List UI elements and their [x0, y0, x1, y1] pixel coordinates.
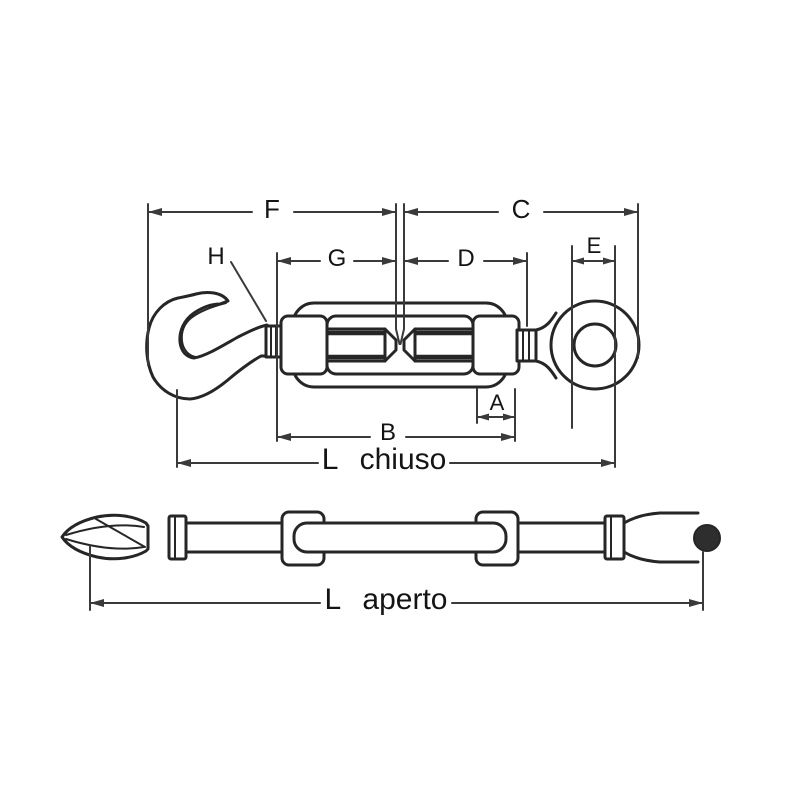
arrowhead — [277, 257, 291, 265]
turnbuckle-body — [279, 301, 521, 389]
eye-collar — [515, 328, 538, 363]
arrowhead — [513, 257, 527, 265]
closed-view — [145, 291, 641, 401]
hook-collar — [264, 324, 283, 359]
open-view — [60, 510, 721, 567]
dim-label-B: B — [379, 419, 397, 446]
dim-label-F: F — [264, 194, 280, 224]
eye-shank-flare-bottom — [534, 359, 558, 380]
hook-inner-bowl — [180, 302, 227, 358]
dim-label-H: H — [207, 243, 225, 270]
body-right-boss — [471, 314, 521, 376]
dim-label-C: C — [511, 194, 531, 224]
right-rod-chamfer — [402, 327, 417, 363]
open-left-collar — [167, 514, 188, 561]
open-eye-flare-top — [622, 511, 700, 525]
arrowhead — [601, 459, 615, 467]
arrowhead — [382, 257, 396, 265]
arrowhead — [572, 257, 584, 265]
open-hook-tip-facet — [65, 538, 145, 550]
dim-label-E: E — [586, 233, 602, 258]
arrowhead — [503, 413, 515, 421]
arrowhead — [689, 599, 703, 607]
arrowhead — [501, 433, 515, 441]
open-body-bar — [292, 521, 508, 554]
open-right-collar — [603, 514, 626, 561]
arrowhead — [404, 257, 418, 265]
open-right-rod — [516, 521, 609, 554]
dim-label-G: G — [327, 245, 347, 272]
body-left-boss — [279, 314, 329, 376]
dim-label-D: D — [457, 245, 475, 272]
open-left-rod — [184, 521, 300, 554]
hook-outline — [145, 291, 269, 401]
arrowhead — [603, 257, 615, 265]
hook — [145, 291, 283, 401]
eye-ring-inner — [572, 322, 618, 368]
open-hook-tip — [60, 513, 150, 561]
open-eye-end-cap — [693, 524, 721, 552]
arrowhead — [477, 413, 489, 421]
leader-line-H — [230, 261, 267, 322]
arrowhead — [148, 208, 162, 216]
eye — [515, 299, 641, 391]
dim-label-A: A — [489, 390, 505, 415]
arrowhead — [277, 433, 291, 441]
arrowhead — [624, 208, 638, 216]
dimension-lines — [89, 203, 704, 611]
dim-label-l-chiuso: L chiuso — [321, 443, 447, 476]
open-eye-flare-bottom — [622, 550, 700, 564]
left-rod-chamfer — [383, 327, 398, 363]
arrowhead — [382, 208, 396, 216]
open-hook-tip-facet — [95, 518, 146, 548]
arrowhead — [404, 208, 418, 216]
arrowhead — [90, 599, 104, 607]
ext-line-center-right — [399, 203, 405, 345]
ext-line-center-left — [395, 203, 401, 345]
arrowhead — [177, 459, 191, 467]
dim-label-l-aperto: L aperto — [324, 583, 448, 616]
eye-shank-flare-top — [534, 311, 558, 332]
